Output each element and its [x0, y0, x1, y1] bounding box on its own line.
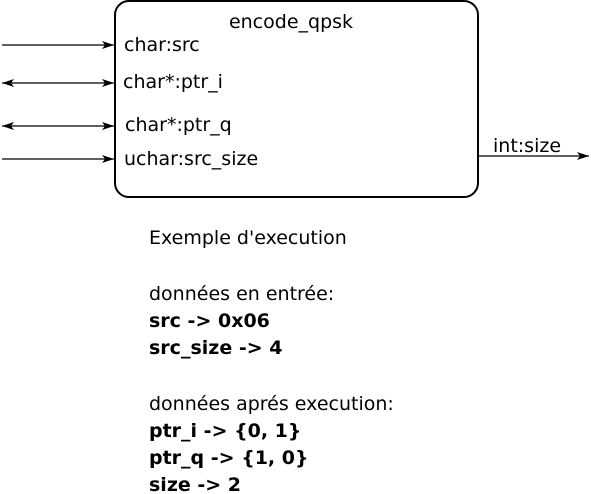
example-heading: Exemple d'execution: [149, 227, 347, 249]
outputs-heading: données aprés execution:: [149, 393, 394, 415]
port-label-ptr-q: char*:ptr_q: [125, 114, 232, 136]
output-value-ptr-i: ptr_i -> {0, 1}: [149, 420, 301, 442]
port-label-ptr-i: char*:ptr_i: [123, 71, 223, 93]
input-value-src-size: src_size -> 4: [149, 337, 282, 359]
output-value-ptr-q: ptr_q -> {1, 0}: [149, 447, 309, 469]
input-value-src: src -> 0x06: [149, 310, 270, 332]
port-label-src: char:src: [124, 34, 200, 56]
inputs-heading: données en entrée:: [149, 283, 334, 305]
function-block: [114, 0, 479, 198]
output-value-size: size -> 2: [149, 474, 241, 494]
port-label-size: int:size: [493, 135, 561, 157]
block-title: encode_qpsk: [229, 11, 353, 33]
port-label-src-size: uchar:src_size: [124, 148, 258, 170]
